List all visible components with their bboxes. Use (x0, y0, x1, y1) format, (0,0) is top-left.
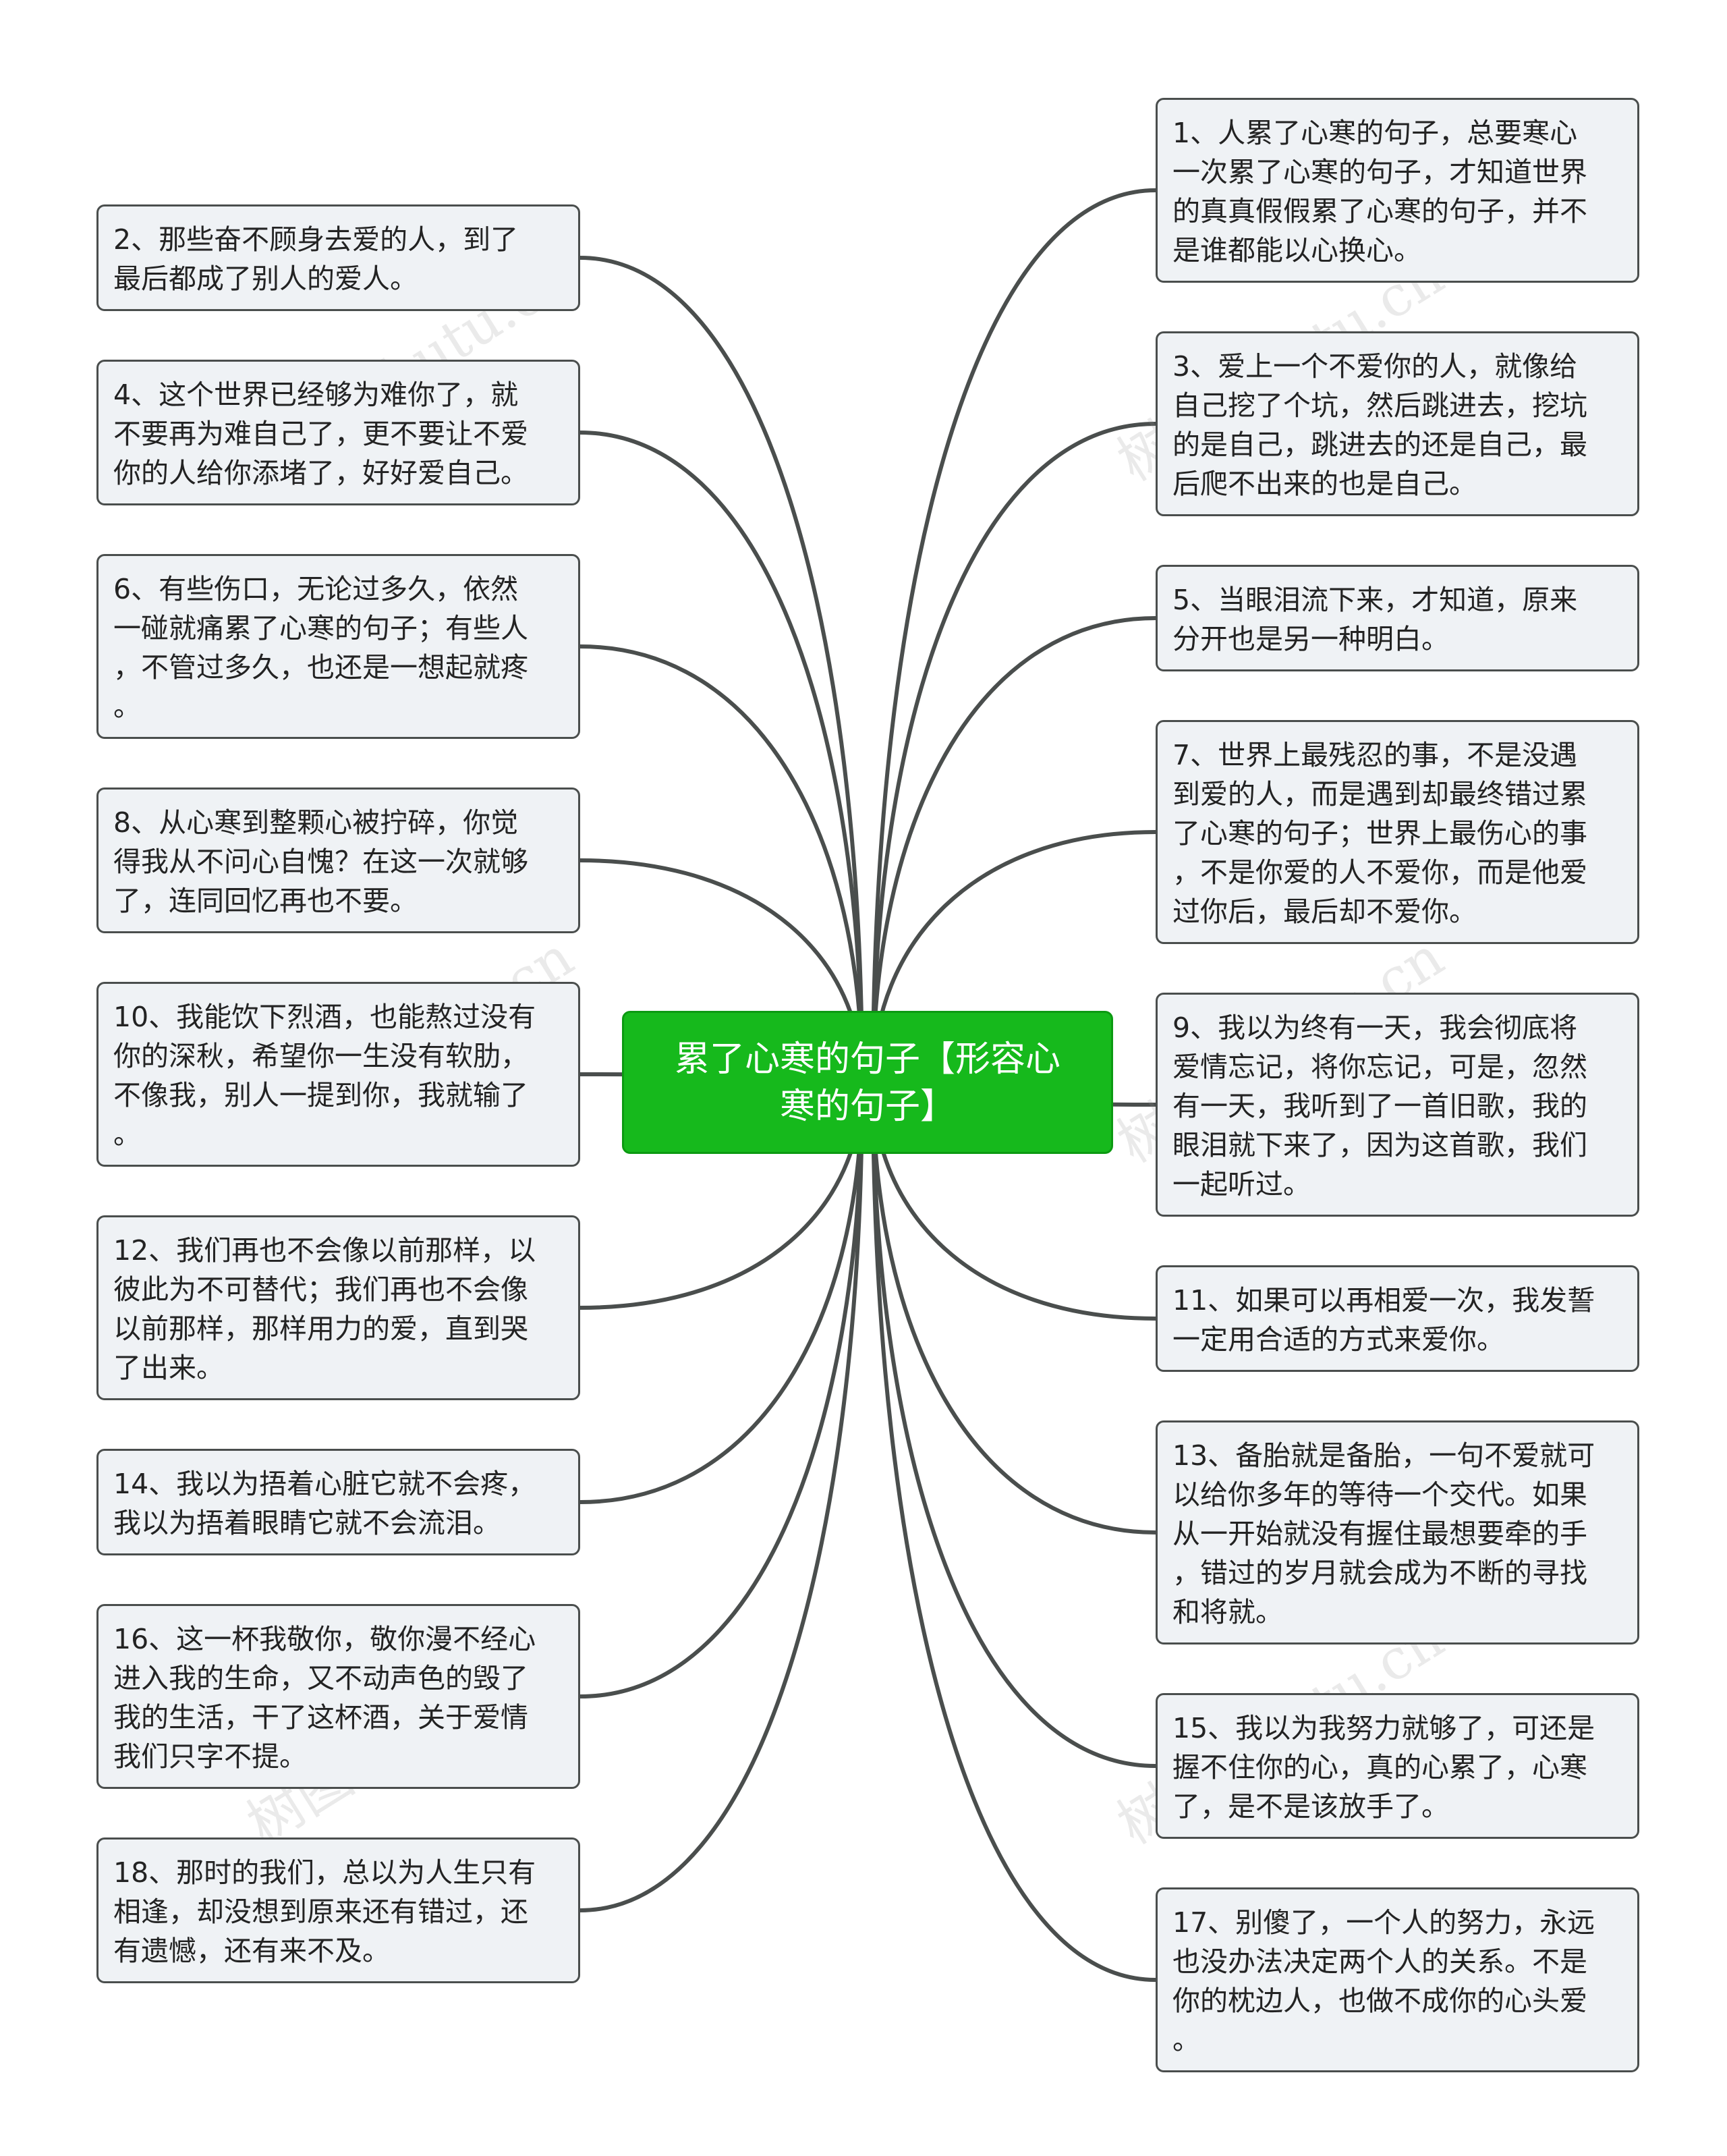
topic-node-10[interactable]: 10、我能饮下烈酒，也能熬过没有 你的深秋，希望你一生没有软肋， 不像我，别人一… (96, 982, 580, 1167)
topic-node-13[interactable]: 13、备胎就是备胎，一句不爱就可 以给你多年的等待一个交代。如果 从一开始就没有… (1156, 1420, 1639, 1644)
topic-node-2[interactable]: 2、那些奋不顾身去爱的人，到了 最后都成了别人的爱人。 (96, 204, 580, 311)
connector-topic-node-4 (578, 431, 864, 1084)
topic-node-4[interactable]: 4、这个世界已经够为难你了，就 不要再为难自己了，更不要让不爱 你的人给你添堵了… (96, 360, 580, 505)
topic-node-17[interactable]: 17、别傻了，一个人的努力，永远 也没办法决定两个人的关系。不是 你的枕边人，也… (1156, 1887, 1639, 2072)
topic-node-18[interactable]: 18、那时的我们，总以为人生只有 相逢，却没想到原来还有错过，还 有遗憾，还有来… (96, 1837, 580, 1983)
topic-node-3[interactable]: 3、爱上一个不爱你的人，就像给 自己挖了个坑，然后跳进去，挖坑 的是自己，跳进去… (1156, 331, 1639, 516)
central-topic[interactable]: 累了心寒的句子【形容心 寒的句子】 (622, 1011, 1113, 1154)
topic-node-5[interactable]: 5、当眼泪流下来，才知道，原来 分开也是另一种明白。 (1156, 565, 1639, 671)
topic-node-11[interactable]: 11、如果可以再相爱一次，我发誓 一定用合适的方式来爱你。 (1156, 1265, 1639, 1372)
topic-node-12[interactable]: 12、我们再也不会像以前那样，以 彼此为不可替代；我们再也不会像 以前那样，那样… (96, 1215, 580, 1400)
topic-node-15[interactable]: 15、我以为我努力就够了，可还是 握不住你的心，真的心累了，心寒 了，是不是该放… (1156, 1693, 1639, 1839)
connector-topic-node-17 (871, 1080, 1158, 1982)
topic-node-8[interactable]: 8、从心寒到整颗心被拧碎，你觉 得我从不问心自愧？在这一次就够 了，连同回忆再也… (96, 787, 580, 933)
connector-topic-node-1 (871, 188, 1158, 1084)
topic-node-16[interactable]: 16、这一杯我敬你，敬你漫不经心 进入我的生命，又不动声色的毁了 我的生活，干了… (96, 1604, 580, 1789)
topic-node-9[interactable]: 9、我以为终有一天，我会彻底将 爱情忘记，将你忘记，可是，忽然 有一天，我听到了… (1156, 993, 1639, 1217)
connector-topic-node-15 (871, 1080, 1158, 1768)
topic-node-7[interactable]: 7、世界上最残忍的事，不是没遇 到爱的人，而是遇到却最终错过累 了心寒的句子；世… (1156, 720, 1639, 944)
connector-topic-node-18 (578, 1080, 864, 1912)
connector-topic-node-16 (578, 1080, 864, 1698)
connector-topic-node-2 (578, 256, 864, 1084)
connector-topic-node-3 (871, 422, 1158, 1084)
topic-node-6[interactable]: 6、有些伤口，无论过多久，依然 一碰就痛累了心寒的句子；有些人 ，不管过多久，也… (96, 554, 580, 739)
topic-node-14[interactable]: 14、我以为捂着心脏它就不会疼， 我以为捂着眼睛它就不会流泪。 (96, 1449, 580, 1555)
topic-node-1[interactable]: 1、人累了心寒的句子，总要寒心 一次累了心寒的句子，才知道世界 的真真假假累了心… (1156, 98, 1639, 283)
